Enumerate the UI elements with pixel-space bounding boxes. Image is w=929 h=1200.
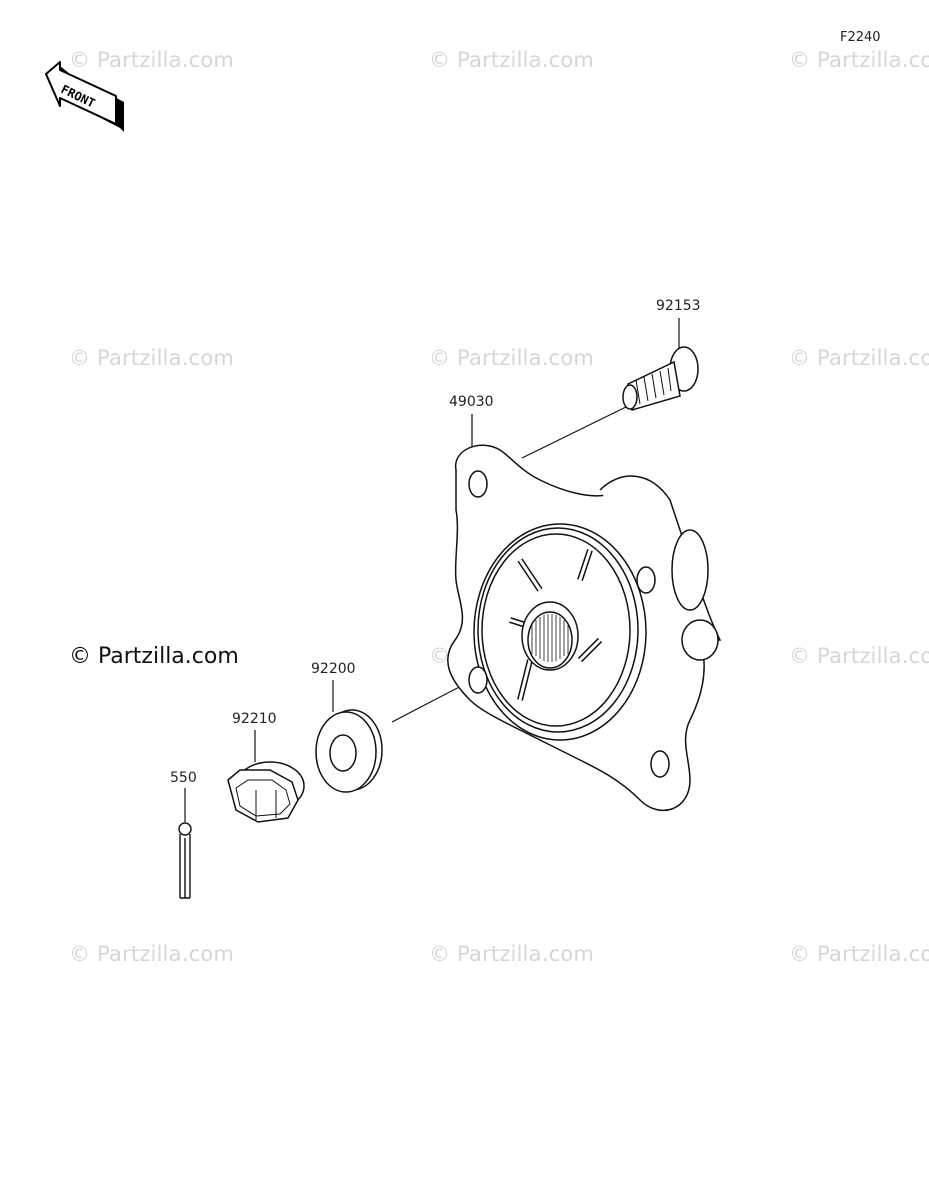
label-92210: 92210 <box>232 711 277 727</box>
watermark: © Partzilla.com <box>69 48 235 72</box>
watermark: © Partzilla.com <box>789 942 929 966</box>
watermark: © Partzilla.com <box>789 346 929 370</box>
watermark: © Partzilla.com <box>429 48 595 72</box>
washer-part <box>315 709 383 793</box>
watermark: © Partzilla.com <box>69 942 235 966</box>
watermark: © Partzilla.com <box>69 346 235 370</box>
watermark: © Partzilla.com <box>789 48 929 72</box>
watermark: © Partzilla.com <box>429 942 595 966</box>
label-550: 550 <box>170 770 197 786</box>
watermark: © Partzilla.com <box>789 644 929 668</box>
watermark-main: © Partzilla.com <box>69 644 239 669</box>
bolt-part <box>622 346 699 411</box>
front-arrow-icon: FRONT <box>45 61 124 132</box>
diagram-ref-code: F2240 <box>840 30 881 45</box>
nut-part <box>227 761 305 823</box>
watermark: © Partzilla.com <box>429 346 595 370</box>
hub-part <box>447 444 722 811</box>
label-92153: 92153 <box>656 298 701 314</box>
label-92200: 92200 <box>311 661 356 677</box>
cotter-pin-part <box>178 822 192 899</box>
label-49030: 49030 <box>449 394 494 410</box>
